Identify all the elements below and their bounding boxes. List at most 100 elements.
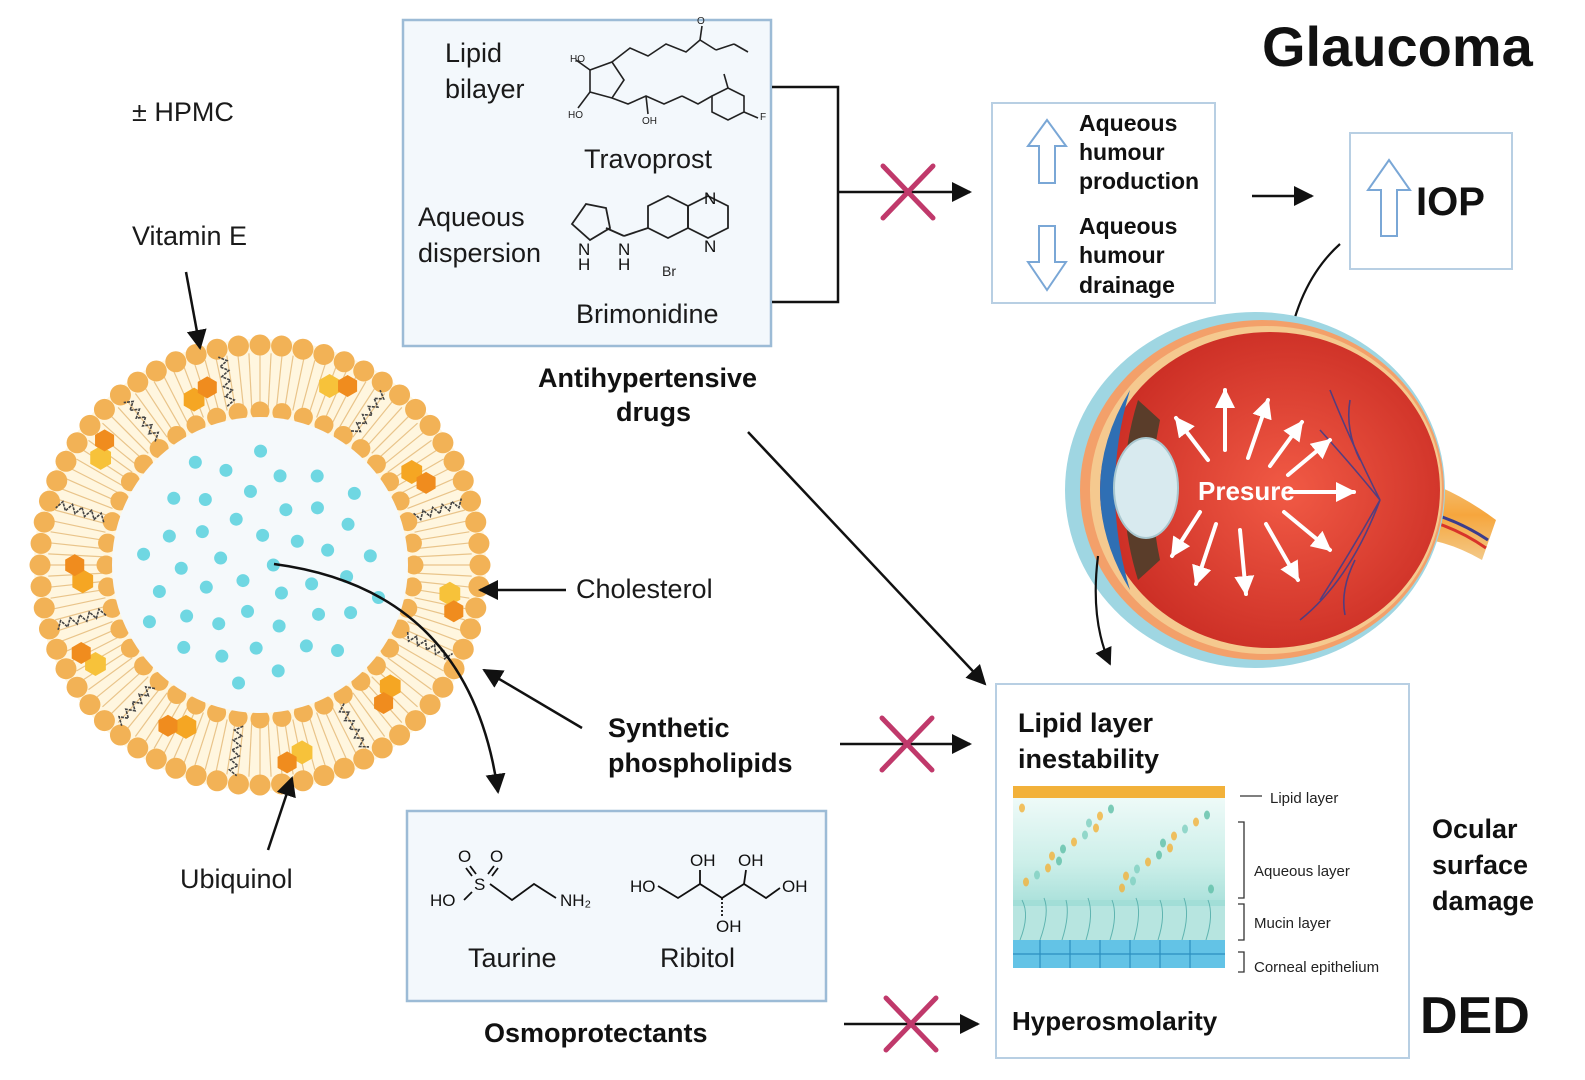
eye-illustration: Presure xyxy=(1065,312,1496,668)
lipid-tail xyxy=(267,353,272,408)
lipid-tail xyxy=(204,717,220,770)
lipid-tail xyxy=(365,407,403,448)
lipid-tail xyxy=(292,357,305,411)
tear-particle xyxy=(1130,876,1136,886)
brimonidine-h2: H xyxy=(618,255,630,274)
outer-head xyxy=(405,710,427,732)
cholesterol-hexagon xyxy=(291,740,313,765)
lipid-tail xyxy=(308,715,327,767)
cargo-dot xyxy=(347,486,361,500)
lipid-tail xyxy=(102,422,143,460)
vitamin-e-molecule xyxy=(55,500,105,523)
lipid-tail xyxy=(183,712,204,764)
outer-head xyxy=(38,618,60,640)
cholesterol-hexagon xyxy=(277,751,297,774)
title: Glaucoma xyxy=(1262,15,1534,78)
pressure-arrows xyxy=(1170,388,1356,596)
tear-particle xyxy=(1097,811,1103,821)
lipid-bilayer-line1: Lipid xyxy=(445,38,502,68)
travoprost-o: O xyxy=(697,16,705,27)
cargo-dot xyxy=(305,577,319,591)
outer-head xyxy=(249,334,271,356)
taurine-label: Taurine xyxy=(468,943,557,973)
lipid-tail xyxy=(248,722,253,777)
outer-head xyxy=(29,554,51,576)
tear-particle xyxy=(1193,817,1199,827)
outer-head xyxy=(460,490,482,512)
tear-film-box: Lipid layer inestability Lipid layer Aqu… xyxy=(995,683,1410,1059)
travoprost-label: Travoprost xyxy=(584,144,713,174)
mucin-layer-label: Mucin layer xyxy=(1254,915,1331,932)
lipid-tail xyxy=(396,643,444,672)
vitamin-e-molecule xyxy=(117,685,156,727)
outer-head xyxy=(353,748,375,770)
lipid-tail xyxy=(352,692,386,737)
outer-head xyxy=(452,470,474,492)
aqueous-dispersion-line1: Aqueous xyxy=(418,202,525,232)
down-arrow-icon xyxy=(1026,225,1068,292)
brimonidine-n3: N xyxy=(704,189,716,208)
tear-particle xyxy=(1071,837,1077,847)
cargo-dot xyxy=(341,517,355,531)
lipid-tail xyxy=(102,670,143,708)
cholesterol-hexagon xyxy=(374,692,394,715)
tear-particle xyxy=(1123,871,1129,881)
outer-head xyxy=(206,338,228,360)
cholesterol-hexagon xyxy=(72,569,94,594)
outer-head xyxy=(66,432,88,454)
outer-head xyxy=(185,343,207,365)
lipid-tail xyxy=(248,353,253,408)
cargo-dot xyxy=(274,586,288,600)
lipid-tail xyxy=(275,354,283,408)
lipid-tail xyxy=(237,722,245,776)
cholesterol-hexagon xyxy=(71,641,91,664)
ribitol-label: Ribitol xyxy=(660,943,735,973)
cargo-dot xyxy=(331,643,345,657)
lipid-tail xyxy=(55,509,108,525)
outer-head xyxy=(465,511,487,533)
ribitol-oh1: OH xyxy=(690,851,716,870)
vitamin-e-label: Vitamin E xyxy=(132,221,247,251)
lipid-tail xyxy=(52,520,106,533)
inhibit-x-2 xyxy=(879,715,935,773)
taurine-s: S xyxy=(474,875,485,894)
drainage-line3: drainage xyxy=(1079,272,1175,298)
inner-head xyxy=(102,512,122,532)
ocular-damage-line3: damage xyxy=(1432,886,1534,916)
production-line2: humour xyxy=(1079,139,1165,165)
cargo-dot xyxy=(310,501,324,515)
cargo-dot xyxy=(254,444,268,458)
tear-particle xyxy=(1049,851,1055,861)
outer-head xyxy=(333,351,355,373)
lipid-tail xyxy=(345,697,376,744)
lipid-tail xyxy=(345,386,376,433)
outer-head xyxy=(389,384,411,406)
lipid-tail xyxy=(300,360,316,413)
liposome-core xyxy=(112,417,408,713)
lipid-tail xyxy=(331,705,357,755)
tear-particle xyxy=(1023,877,1029,887)
outer-head xyxy=(33,511,55,533)
cargo-dot xyxy=(363,549,377,563)
cholesterol-hexagon xyxy=(158,714,178,737)
outer-head xyxy=(313,343,335,365)
outer-head xyxy=(292,770,314,792)
outer-head xyxy=(145,748,167,770)
cholesterol-hexagon xyxy=(416,471,436,494)
ribitol-oh4: OH xyxy=(716,917,742,936)
lipid-tail xyxy=(417,542,471,550)
tear-particle xyxy=(1119,883,1125,893)
travoprost-ho-top: HO xyxy=(570,54,585,65)
cargo-dot xyxy=(162,529,176,543)
outer-head xyxy=(333,757,355,779)
cargo-dot xyxy=(215,649,229,663)
cargo-dot xyxy=(177,640,191,654)
ubiquinol-pointer xyxy=(266,776,296,851)
outer-head xyxy=(93,710,115,732)
outer-head xyxy=(405,398,427,420)
cargo-dot xyxy=(174,561,188,575)
cargo-dot xyxy=(249,641,263,655)
drainage-line1: Aqueous xyxy=(1079,213,1177,239)
outer-head xyxy=(55,450,77,472)
cargo-dot xyxy=(273,469,287,483)
